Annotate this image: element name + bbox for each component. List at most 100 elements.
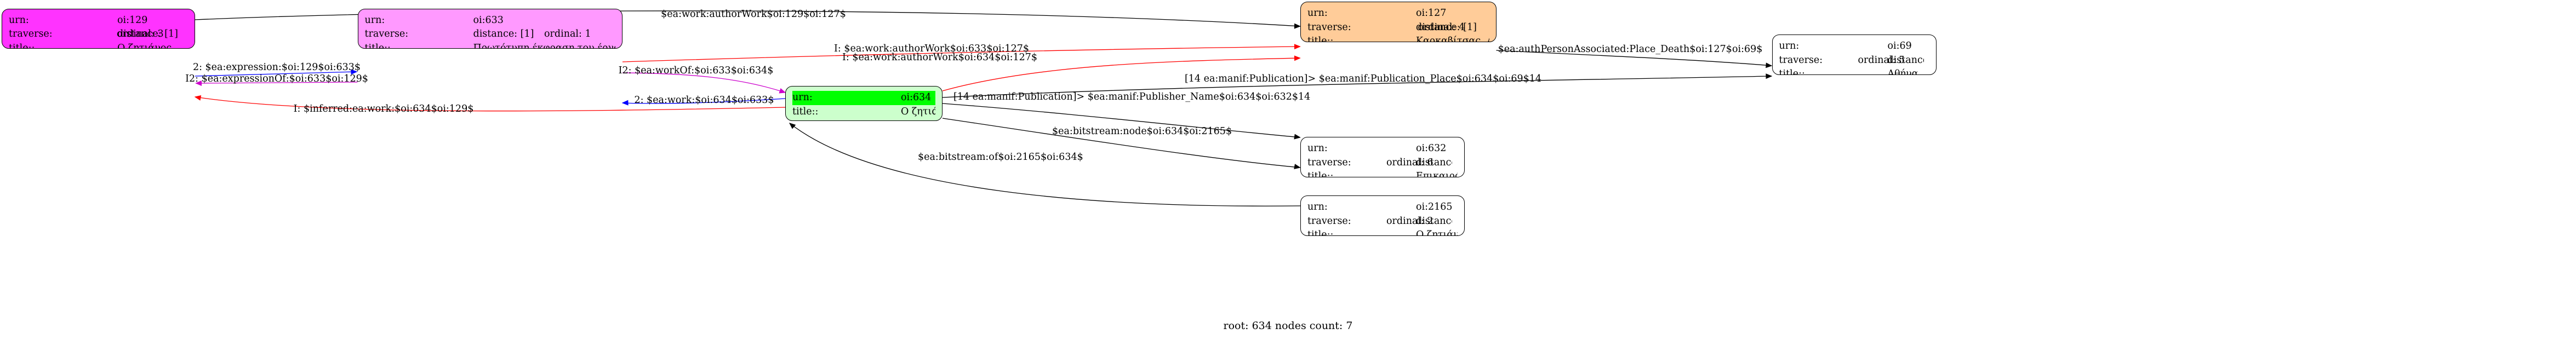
edge-label: I: $inferred:ea:work:$oi:634$oi:129$	[294, 103, 474, 114]
edge-line	[195, 71, 357, 77]
graph-edge-e8: I: $ea:work:authorWork$oi:634$oi:127$	[842, 52, 1301, 91]
edge-line	[622, 72, 786, 93]
node-row: urn: oi:129	[9, 14, 188, 28]
node-row-ordinal: ordinal: 6	[1386, 157, 1433, 168]
edge-arrowhead	[779, 88, 786, 94]
node-row: title::Καρκαβίτσας, Ανδρέας	[1307, 34, 1489, 42]
edge-line	[942, 118, 1300, 168]
graph-node-2165[interactable]: urn: oi:2165 traverse:distance: [1]ordinal…	[1300, 195, 1465, 236]
node-row-key: traverse:	[9, 28, 53, 39]
node-row-key: title::	[364, 42, 391, 49]
node-row: title::Ο ζητιάνος	[9, 42, 188, 49]
node-row-key: title::	[792, 106, 819, 117]
node-row: urn:oi:632	[1307, 142, 1458, 156]
node-row-value: oi:69	[1887, 41, 1912, 51]
graph-edge-e1: $ea:work:authorWork$oi:129$oi:127$	[195, 9, 1301, 29]
node-row-key: urn:	[1307, 8, 1328, 19]
edge-arrowhead	[351, 69, 358, 75]
node-row-value: Ο ζητιάνος	[901, 106, 935, 117]
edge-arrowhead	[789, 123, 796, 129]
node-row-value: Αθήνα	[1887, 68, 1918, 75]
node-row-key: traverse:	[1779, 54, 1823, 66]
node-row-value: oi:127	[1416, 8, 1447, 19]
graph-edge-e5: I2: $ea:workOf:$oi:633$oi:634$	[619, 65, 786, 94]
edge-line	[195, 10, 1300, 27]
node-row: urn: oi:127	[1307, 7, 1489, 21]
node-row: traverse:distance: [1]ordinal: 2	[1307, 215, 1458, 229]
edge-label: I: $ea:work:authorWork$oi:633$oi:127$	[834, 43, 1029, 54]
node-row: traverse: distance: [1]ordinal: 5	[1779, 54, 1929, 68]
edge-line	[622, 46, 1300, 62]
edge-label: 2: $ea:work:$oi:634$oi:633$	[634, 95, 774, 106]
node-row-value: Επικαιρότητα	[1416, 171, 1458, 177]
node-row-key: traverse:	[1307, 21, 1351, 33]
edge-label: [14 ea:manif:Publication]> $ea:manif:Pub…	[953, 91, 1310, 102]
node-row-key: title::	[9, 42, 35, 49]
edge-arrowhead	[1294, 134, 1301, 140]
edge-arrowhead	[1294, 164, 1301, 170]
edge-line	[789, 123, 1301, 206]
node-row: urn: oi:69	[1779, 39, 1929, 54]
graph-edge-e12: $ea:bitstream:node$oi:634$oi:2165$	[942, 118, 1301, 170]
edge-label: I2: $ea:workOf:$oi:633$oi:634$	[619, 65, 774, 76]
node-row: traverse:distance: [1]ordinal: 6	[1307, 156, 1458, 170]
edge-label: $ea:bitstream:node$oi:634$oi:2165$	[1052, 126, 1232, 137]
node-row-value: oi:129	[117, 14, 148, 26]
node-row: title::Ο ζητιάνος.jpg	[1307, 228, 1458, 236]
node-row-value: distance: [1]	[117, 28, 178, 39]
graph-edge-e3: I2: $ea:expressionOf:$oi:633$oi:129$	[185, 73, 368, 86]
edge-line	[196, 82, 358, 84]
edge-label: $ea:work:authorWork$oi:129$oi:127$	[661, 9, 846, 20]
node-row: urn:oi:634	[792, 91, 935, 105]
node-row-ordinal: ordinal: 2	[1386, 215, 1433, 227]
edge-line	[622, 98, 786, 104]
node-row-value: oi:633	[473, 14, 504, 26]
node-row: title::Ο ζητιάνος	[792, 105, 935, 119]
graph-edge-e9: $ea:authPersonAssociated:Place_Death$oi:…	[1496, 44, 1773, 68]
node-row-key: ea:identifier:ukey	[792, 119, 901, 120]
node-row: traverse:distance: [1]ordinal: 3	[9, 27, 188, 42]
node-row: urn: oi:2165	[1307, 200, 1458, 215]
edge-line	[195, 96, 786, 112]
node-row-value: Πρωτότυπη έκφραση του έργου "Ο ζητιάνος"	[473, 42, 616, 49]
node-row-value: oi:632	[1416, 143, 1447, 154]
node-row: traverse:distance: [1]ordinal: 1	[365, 27, 616, 42]
node-row-key: title::	[1307, 229, 1334, 236]
node-row: title::Αθήνα	[1779, 67, 1929, 75]
edge-line	[942, 76, 1772, 98]
node-row: traverse:distance: [1]ordinal: 4	[1307, 21, 1489, 35]
node-row-key: title::	[1307, 171, 1334, 177]
node-row-key: urn:	[1307, 201, 1328, 212]
edge-arrowhead	[621, 100, 629, 106]
node-row-key: title::	[1307, 36, 1334, 42]
node-row-key: urn:	[792, 92, 813, 103]
node-row-value: oi:2165	[1416, 201, 1453, 212]
node-row-ordinal: ordinal: 5	[1858, 54, 1905, 66]
edge-label: 2: $ea:expression:$oi:129$oi:633$	[193, 62, 361, 73]
node-row-value: Ο ζητιάνος	[117, 42, 172, 49]
edge-arrowhead	[195, 80, 202, 86]
graph-edge-e2: 2: $ea:expression:$oi:129$oi:633$	[193, 62, 361, 77]
edge-label: [14 ea:manif:Publication]> $ea:manif:Pub…	[1185, 73, 1541, 84]
node-row-value: distance: [1]	[1887, 54, 1924, 66]
node-row-key: urn:	[1779, 41, 1800, 51]
edge-line	[942, 103, 1300, 138]
node-row: urn:oi:633	[365, 14, 616, 28]
graph-edge-e7: I: $inferred:ea:work:$oi:634$oi:129$	[194, 95, 786, 114]
node-row-value: distance: [1]	[473, 28, 534, 39]
node-row-key: urn:	[9, 14, 29, 26]
node-row-value: Ο ζητιάνος.jpg	[1416, 229, 1458, 236]
graph-footer: root: 634 nodes count: 7	[1223, 320, 1353, 332]
edge-arrowhead	[1294, 23, 1301, 29]
edge-label: I: $ea:work:authorWork$oi:634$oi:127$	[842, 52, 1037, 63]
node-row-value: rg-alis1-634	[901, 119, 935, 120]
graph-edge-e4: I: $ea:work:authorWork$oi:633$oi:127$	[622, 43, 1301, 62]
node-row-value: distance: [1]	[1416, 21, 1477, 33]
graph-node-69[interactable]: urn: oi:69 traverse: distance: [1]ordinal: …	[1772, 34, 1937, 75]
node-row: title::Πρωτότυπη έκφραση του έργου "Ο ζη…	[365, 42, 616, 49]
